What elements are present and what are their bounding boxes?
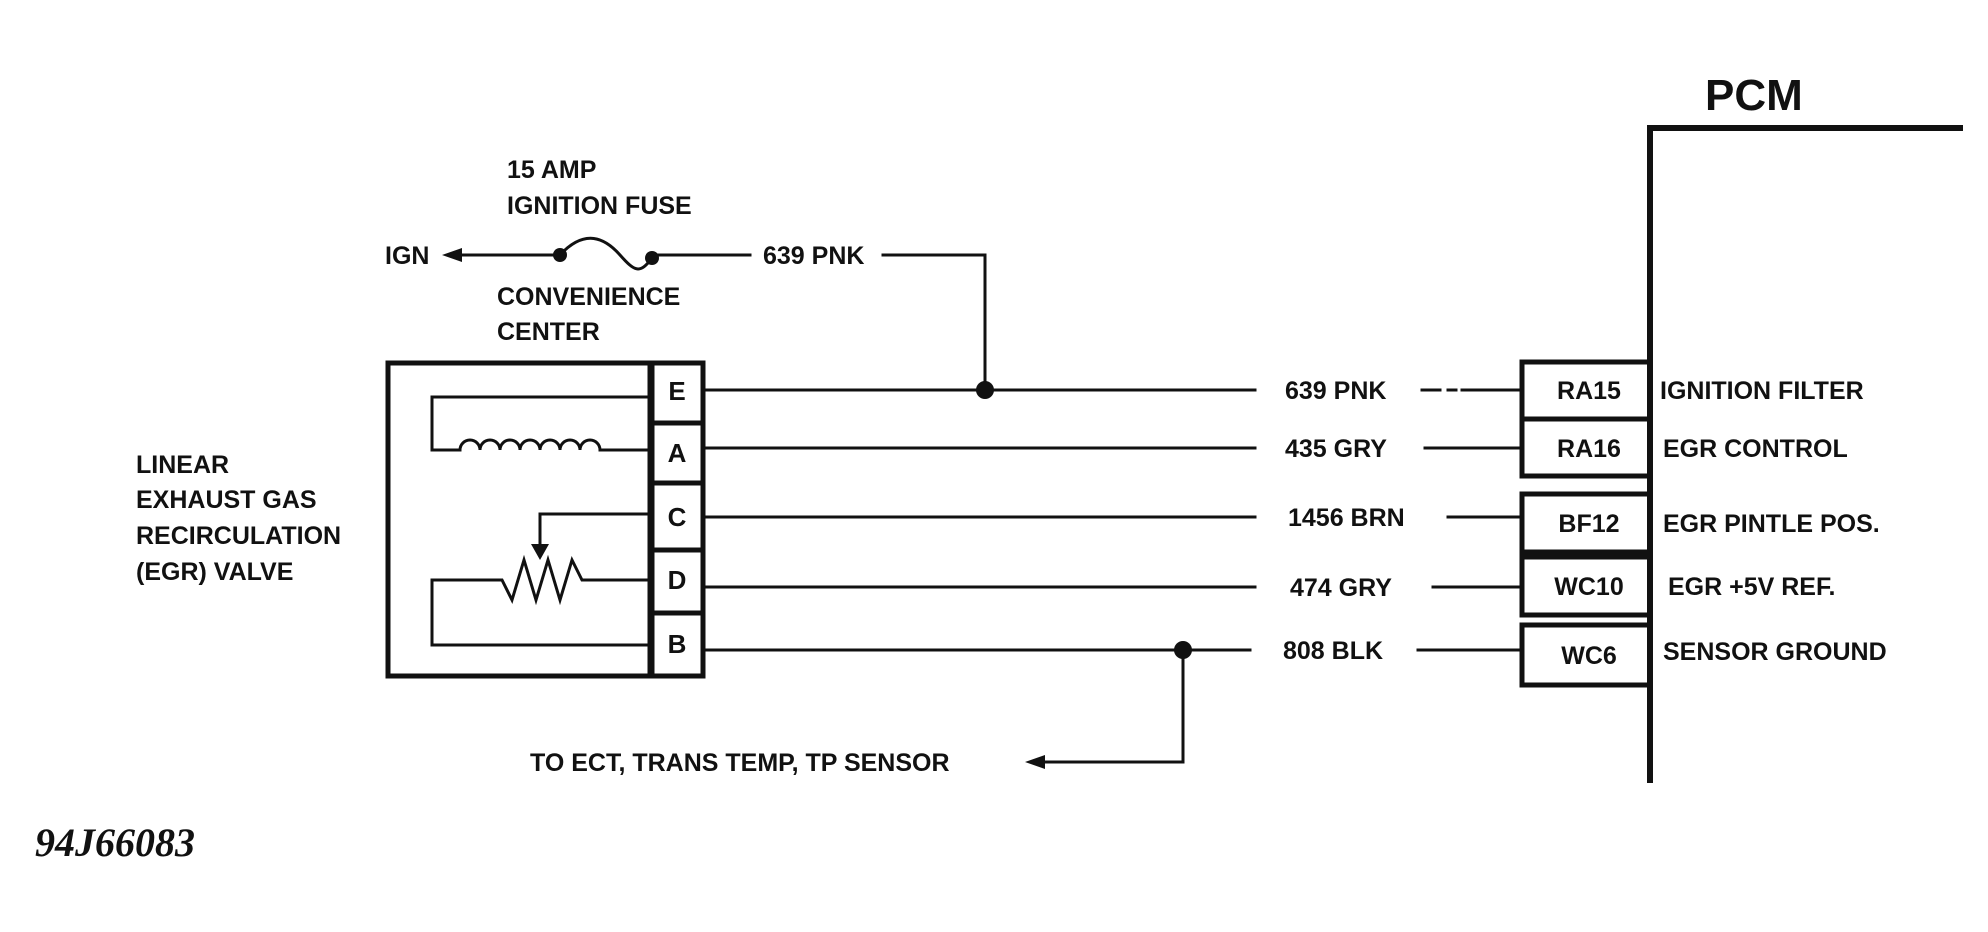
terminal-bf12-label: BF12 — [1558, 510, 1619, 538]
convenience-center-label-1: CONVENIENCE — [497, 283, 680, 311]
potentiometer-icon — [430, 512, 652, 647]
fuse-name-label: IGNITION FUSE — [507, 192, 692, 220]
terminal-ra16-label: RA16 — [1557, 435, 1621, 463]
fuse-feed-wire-label: 639 PNK — [763, 242, 864, 270]
wire-e-label: 639 PNK — [1285, 377, 1386, 405]
valve-label-2: EXHAUST GAS — [136, 486, 317, 514]
terminal-ra15-label: RA15 — [1557, 377, 1621, 405]
fuse-icon — [553, 236, 659, 271]
wire-b-label: 808 BLK — [1283, 637, 1383, 665]
function-egr-5v-ref: EGR +5V REF. — [1668, 573, 1835, 601]
terminal-wc6 — [1519, 622, 1653, 688]
fuse-rating-label: 15 AMP — [507, 156, 596, 184]
pin-d-label: D — [668, 565, 687, 595]
function-egr-control: EGR CONTROL — [1663, 435, 1848, 463]
terminal-wc6-label: WC6 — [1561, 642, 1617, 670]
valve-label-1: LINEAR — [136, 451, 229, 479]
terminal-ra16 — [1519, 416, 1653, 479]
ground-branch-label: TO ECT, TRANS TEMP, TP SENSOR — [530, 749, 950, 777]
terminal-wc10 — [1519, 554, 1653, 618]
solenoid-coil-icon — [430, 395, 652, 452]
terminal-bf12 — [1519, 491, 1653, 555]
function-sensor-ground: SENSOR GROUND — [1663, 638, 1887, 666]
ign-arrow-icon — [442, 248, 562, 262]
valve-label-3: RECIRCULATION — [136, 522, 341, 550]
pin-e-label: E — [668, 376, 685, 406]
connector-pins: E A C D B — [647, 360, 706, 679]
wire-c-label: 1456 BRN — [1288, 504, 1405, 532]
wire-a-label: 435 GRY — [1285, 435, 1387, 463]
pin-c-label: C — [668, 502, 687, 532]
wire-b — [701, 641, 1522, 769]
fuse-feed-drop-wire — [881, 253, 987, 390]
pcm-terminals: RA15 RA16 BF12 WC10 WC6 — [1519, 359, 1653, 688]
pin-b-label: B — [668, 629, 687, 659]
ground-branch-arrow-icon — [1025, 755, 1045, 769]
function-egr-pintle-pos: EGR PINTLE POS. — [1663, 510, 1880, 538]
convenience-center-label-2: CENTER — [497, 318, 600, 346]
ign-label: IGN — [385, 242, 429, 270]
valve-label-4: (EGR) VALVE — [136, 558, 293, 586]
figure-id: 94J66083 — [35, 820, 195, 865]
pin-a-label: A — [668, 438, 687, 468]
egr-valve-body — [385, 360, 655, 679]
function-ignition-filter: IGNITION FILTER — [1660, 377, 1864, 405]
wire-d-label: 474 GRY — [1290, 574, 1392, 602]
terminal-wc10-label: WC10 — [1554, 573, 1623, 601]
pcm-title: PCM — [1705, 71, 1803, 120]
